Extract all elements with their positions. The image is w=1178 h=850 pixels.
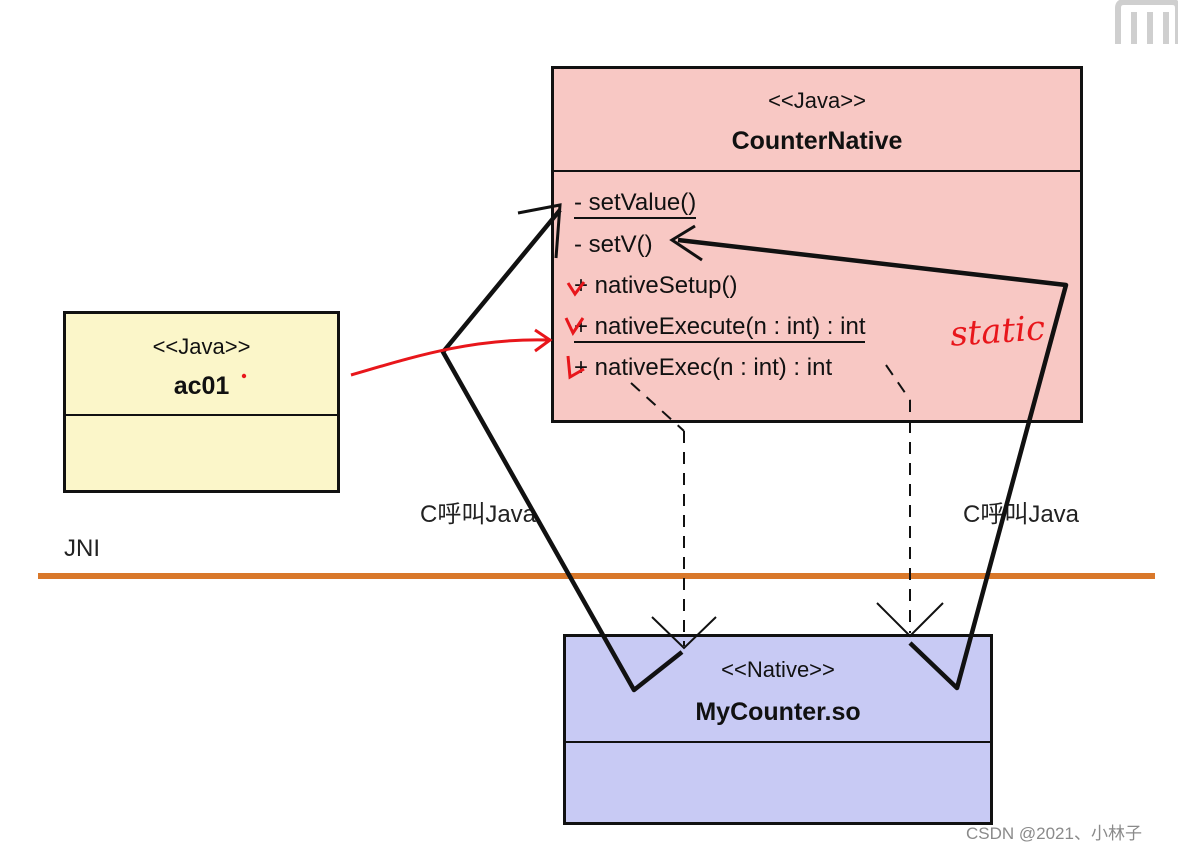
- ac01-name: ac01: [173, 372, 230, 400]
- ac01-stereotype: <<Java>>: [152, 334, 251, 359]
- static-note: static: [949, 308, 1047, 355]
- counter-native-divider: [554, 170, 1080, 172]
- label-c-call-java-left: C呼叫Java: [420, 501, 537, 528]
- method-nativeexecute: + nativeExecute(n : int) : int: [574, 313, 866, 343]
- red-call-arrowhead: [534, 328, 553, 353]
- callback-arrowhead-right: [669, 224, 703, 262]
- class-counter-native[interactable]: <<Java>> CounterNative - setValue() - se…: [551, 66, 1083, 423]
- mycounter-stereotype: <<Native>>: [721, 657, 835, 682]
- method-setv: - setV(): [574, 231, 653, 258]
- label-jni: JNI: [64, 535, 100, 562]
- component-mycounter-so[interactable]: <<Native>> MyCounter.so: [563, 634, 993, 825]
- mycounter-divider: [566, 741, 990, 743]
- counter-native-stereotype: <<Java>>: [768, 88, 866, 113]
- dependency-arrow-native-exec: [630, 382, 717, 650]
- method-nativesetup: + nativeSetup(): [574, 272, 738, 299]
- label-c-call-java-right: C呼叫Java: [963, 501, 1080, 528]
- callback-loop-right: [677, 237, 1069, 691]
- red-check-mark-2: [564, 317, 585, 337]
- counter-native-name: CounterNative: [731, 127, 903, 155]
- label-watermark: CSDN @2021、小林子: [966, 824, 1142, 843]
- callback-loop-left: [440, 208, 684, 693]
- red-check-mark-3: [566, 355, 585, 380]
- callback-arrowhead-left: [517, 203, 562, 259]
- dependency-arrow-native-execute: [876, 364, 944, 638]
- mycounter-name: MyCounter.so: [695, 698, 861, 726]
- method-setvalue-label: - setValue(): [574, 189, 697, 219]
- method-setvalue: - setValue(): [574, 189, 697, 219]
- red-call-arrow: [350, 338, 549, 377]
- red-check-mark-1: [566, 281, 586, 297]
- method-nativeexec: + nativeExec(n : int) : int: [574, 354, 833, 381]
- red-dot: [241, 373, 247, 379]
- class-ac01[interactable]: <<Java>> ac01: [63, 311, 340, 493]
- method-nativeexecute-label: + nativeExecute(n : int) : int: [574, 313, 866, 343]
- ac01-divider: [66, 414, 337, 416]
